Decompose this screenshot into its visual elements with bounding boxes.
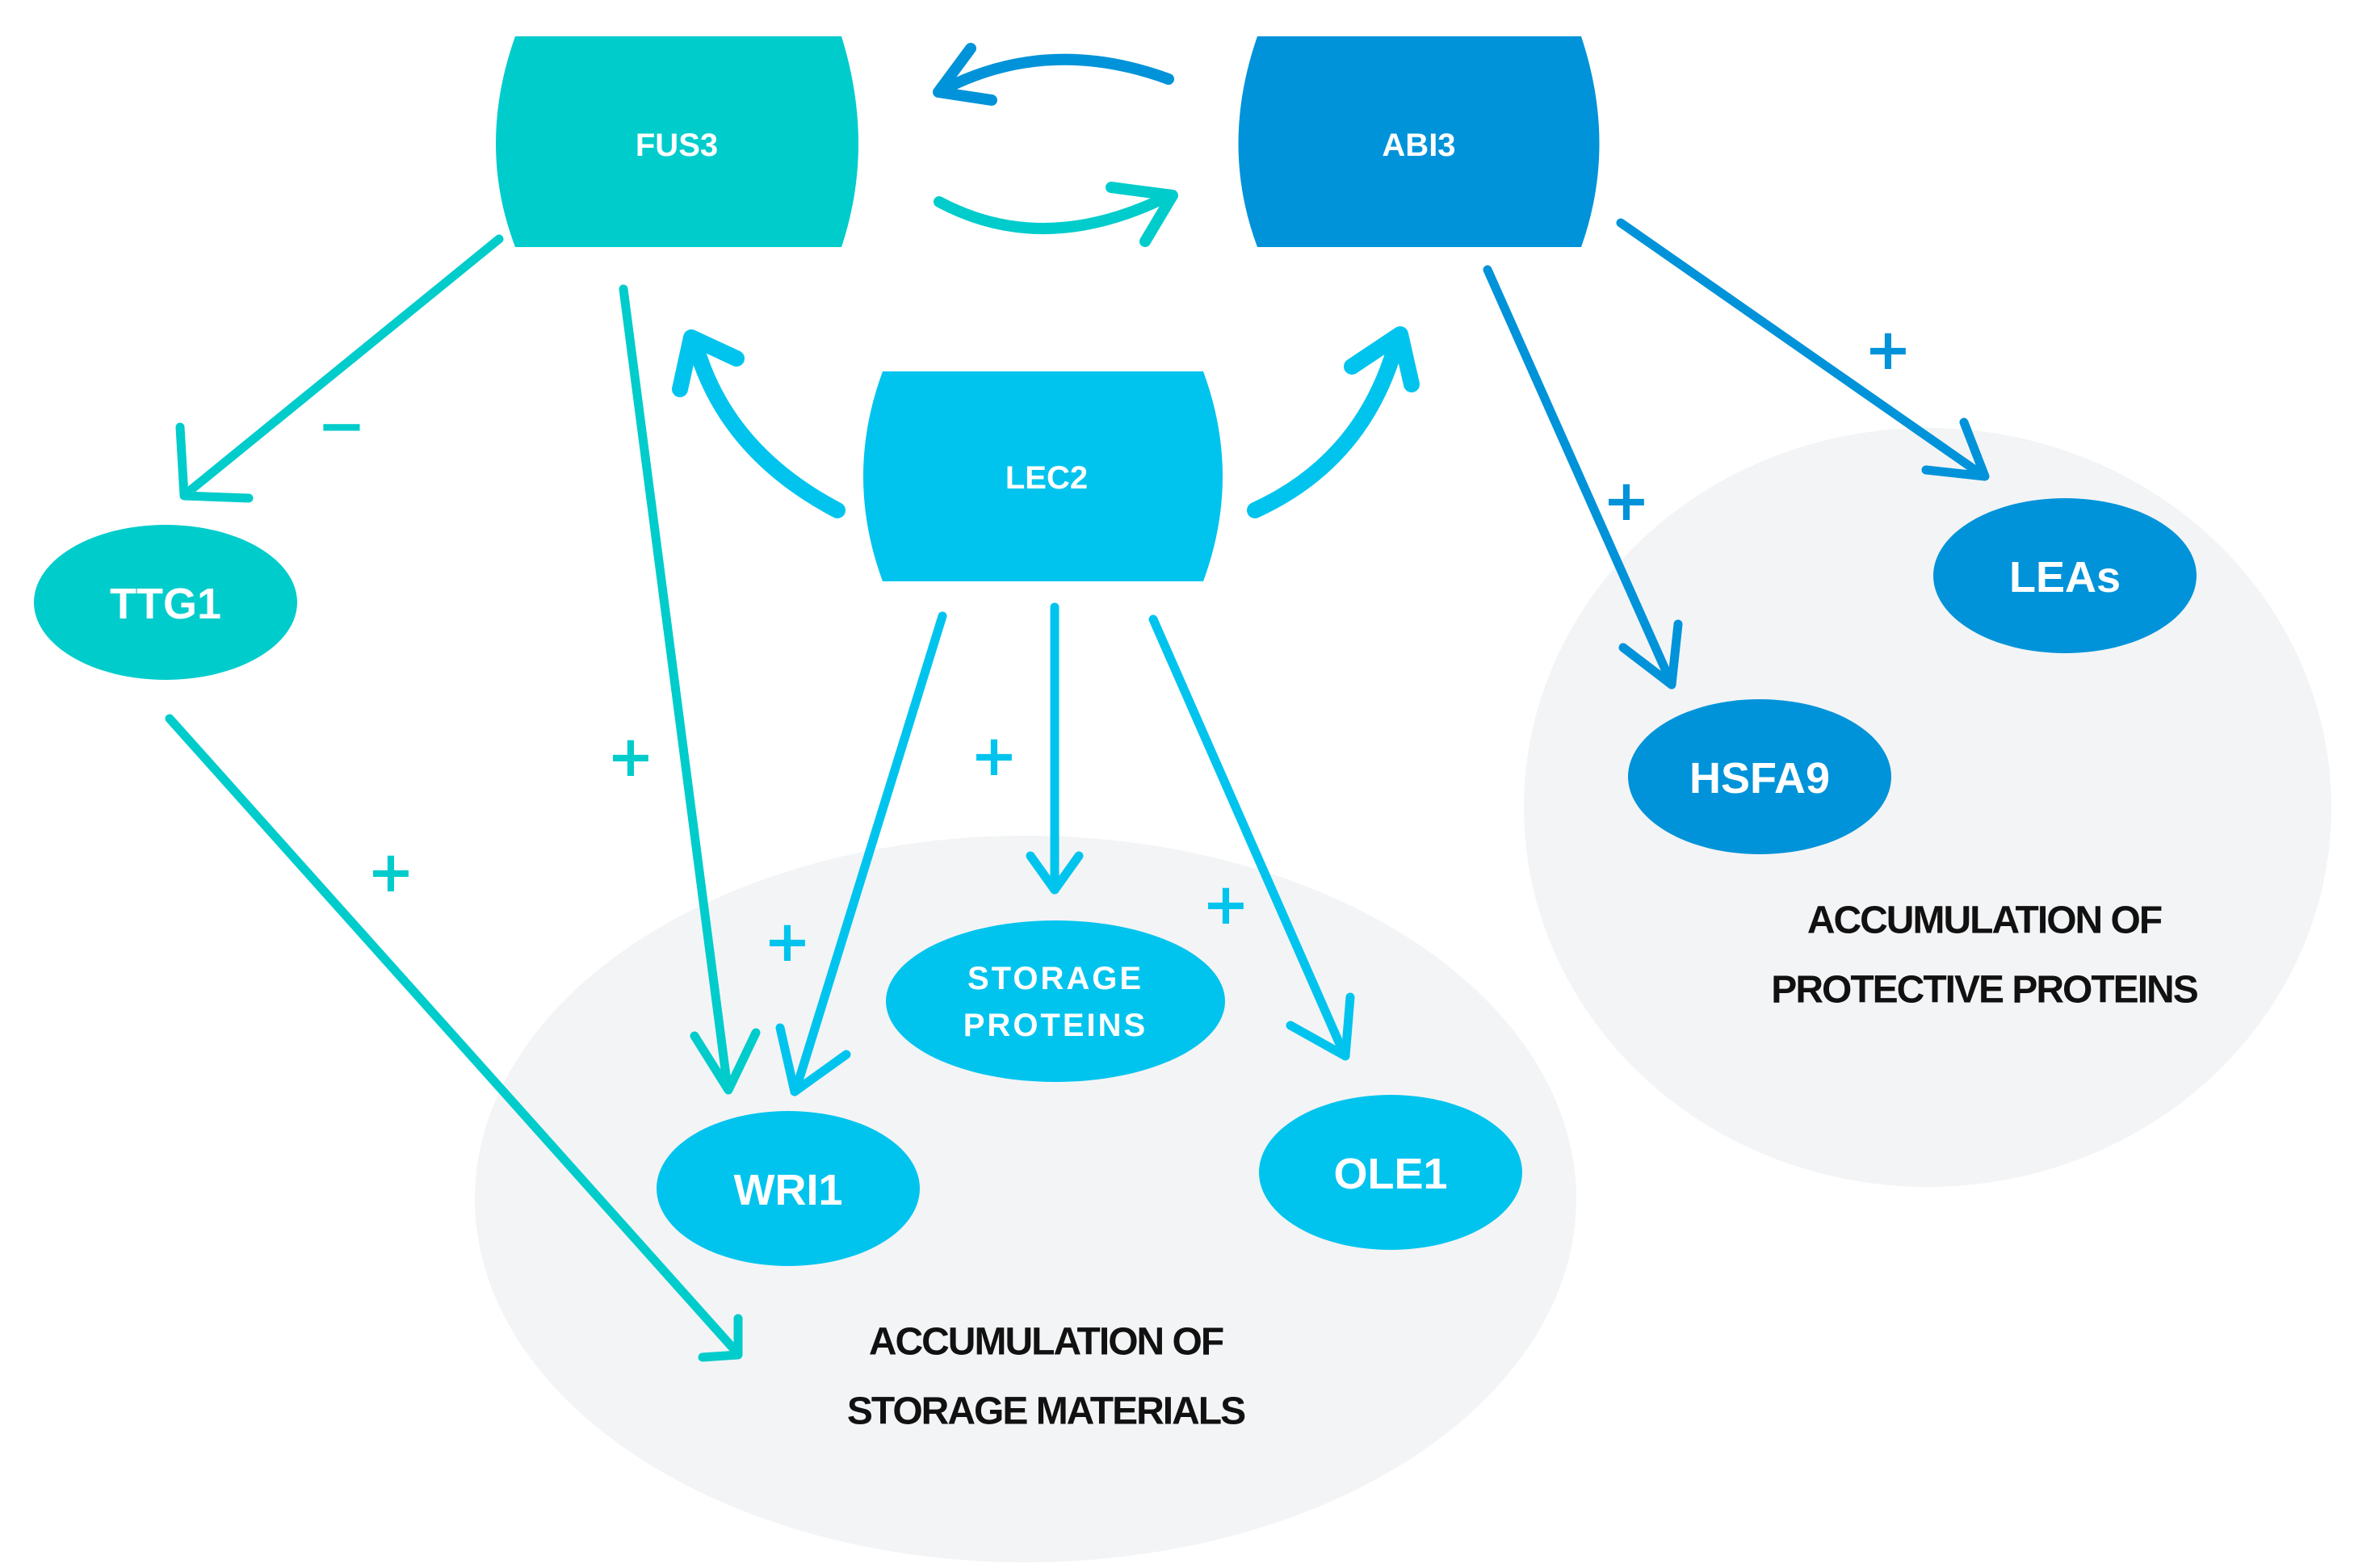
node-hsfa9: HSFA9 — [1628, 699, 1891, 854]
storage-materials-region — [475, 836, 1576, 1562]
sign-abi3-leas: + — [1865, 317, 1912, 383]
node-storage-proteins: STORAGE PROTEINS — [886, 920, 1225, 1082]
node-leas: LEAs — [1933, 498, 2197, 653]
sign-lec2-ole1: + — [1202, 871, 1250, 937]
arrow-lec2-to-storage-proteins — [1026, 602, 1084, 895]
storage-materials-label-line2: STORAGE MATERIALS — [847, 1390, 1245, 1433]
node-storage-proteins-label-line1: STORAGE — [967, 961, 1143, 996]
storage-materials-label-line1: ACCUMULATION OF — [869, 1321, 1223, 1364]
node-wri1-label: WRI1 — [734, 1166, 843, 1214]
arrow-lec2-to-abi3 — [1247, 326, 1420, 518]
arrow-abi3-to-fus3 — [933, 43, 1174, 106]
node-storage-proteins-label-line2: PROTEINS — [963, 1008, 1148, 1043]
arrow-lec2-to-wri1 — [775, 611, 947, 1096]
node-hsfa9-label: HSFA9 — [1689, 754, 1830, 803]
arrow-fus3-to-wri1 — [619, 284, 761, 1095]
node-wri1: WRI1 — [657, 1111, 920, 1266]
node-ttg1: TTG1 — [34, 525, 297, 680]
node-fus3-label: FUS3 — [636, 128, 718, 163]
protective-proteins-label-line1: ACCUMULATION OF — [1807, 899, 2162, 942]
arrow-fus3-to-ttg1 — [175, 234, 504, 503]
sign-lec2-storage-proteins: + — [971, 723, 1018, 789]
node-ole1: OLE1 — [1259, 1095, 1522, 1250]
node-lec2: LEC2 — [863, 371, 1223, 581]
sign-ttg1-storage: + — [367, 839, 415, 905]
node-abi3: ABI3 — [1238, 36, 1600, 247]
arrow-lec2-to-ole1 — [1148, 614, 1355, 1061]
arrow-abi3-to-hsfa9 — [1483, 265, 1683, 690]
node-abi3-label: ABI3 — [1382, 128, 1455, 163]
arrow-fus3-to-abi3 — [934, 182, 1178, 247]
arrow-abi3-to-leas — [1616, 218, 1990, 481]
node-lec2-label: LEC2 — [1005, 460, 1088, 496]
sign-abi3-hsfa9: + — [1603, 467, 1651, 534]
node-ttg1-label: TTG1 — [110, 580, 221, 628]
sign-fus3-ttg1: − — [317, 392, 366, 459]
node-ole1-label: OLE1 — [1333, 1150, 1447, 1198]
arrow-lec2-to-fus3 — [672, 329, 846, 518]
sign-lec2-wri1: + — [764, 908, 812, 975]
sign-fus3-wri1: + — [607, 723, 655, 790]
arrow-ttg1-to-storage-materials — [165, 714, 743, 1362]
protective-proteins-label-line2: PROTECTIVE PROTEINS — [1771, 969, 2197, 1012]
node-leas-label: LEAs — [2009, 553, 2121, 602]
node-fus3: FUS3 — [496, 36, 858, 247]
